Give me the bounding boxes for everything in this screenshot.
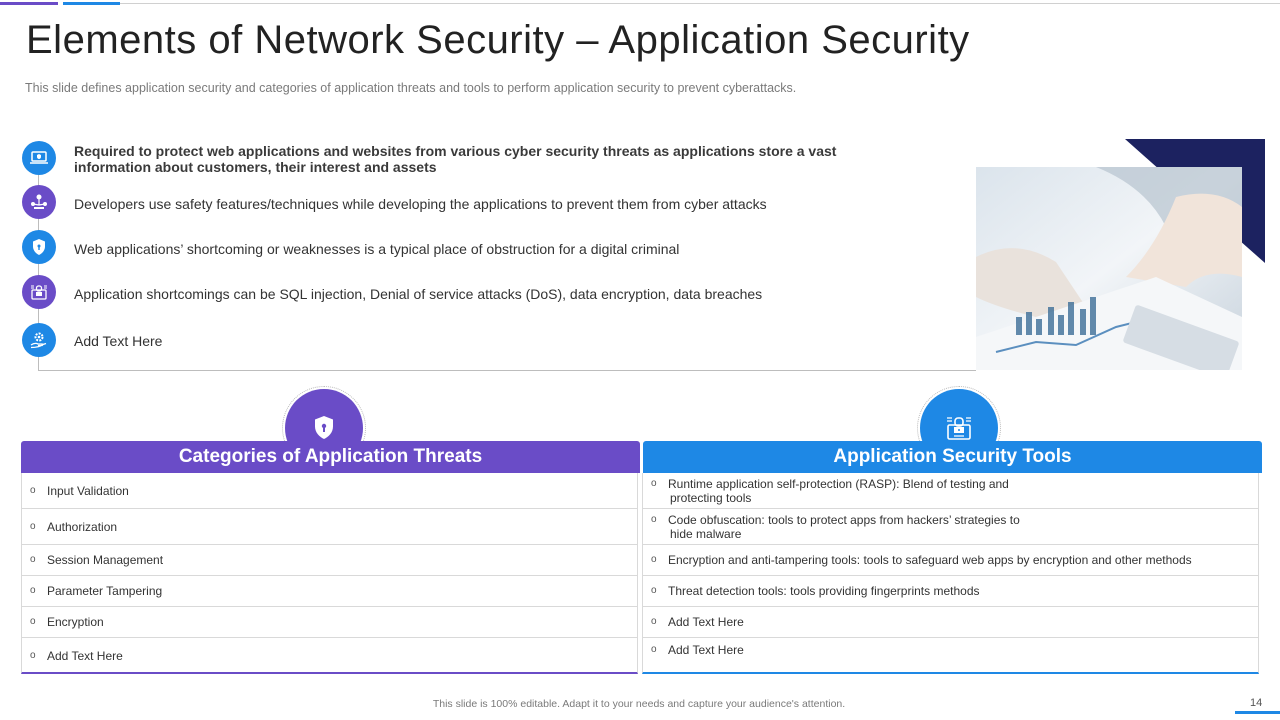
tool-item: Add Text Here bbox=[668, 615, 744, 629]
threats-row[interactable]: o Input Validation bbox=[22, 473, 637, 509]
tool-item-line-1: Runtime application self-protection (RAS… bbox=[668, 477, 1009, 491]
slide-subtitle[interactable]: This slide defines application security … bbox=[25, 81, 797, 95]
point-3[interactable]: Web applications’ shortcoming or weaknes… bbox=[74, 241, 680, 257]
timeline-horizontal-line bbox=[38, 370, 976, 371]
bullet-marker: o bbox=[651, 616, 657, 627]
tools-row[interactable]: o Encryption and anti-tampering tools: t… bbox=[643, 545, 1258, 576]
bullet-marker: o bbox=[30, 585, 36, 596]
tools-header[interactable]: Application Security Tools bbox=[643, 441, 1262, 473]
shield-icon bbox=[22, 230, 56, 264]
accent-bar-blue bbox=[63, 2, 120, 5]
tool-item: Add Text Here bbox=[668, 643, 744, 657]
tool-item-line-1: Code obfuscation: tools to protect apps … bbox=[668, 513, 1020, 527]
bullet-marker: o bbox=[651, 554, 657, 565]
tool-item-line-2: protecting tools bbox=[670, 491, 752, 505]
bullet-marker: o bbox=[30, 616, 36, 627]
bullet-marker: o bbox=[30, 554, 36, 565]
bullet-marker: o bbox=[651, 585, 657, 596]
tools-row[interactable]: o Add Text Here bbox=[643, 638, 1258, 672]
tools-row[interactable]: o Add Text Here bbox=[643, 607, 1258, 638]
threat-item: Session Management bbox=[47, 553, 164, 567]
bullet-marker: o bbox=[651, 514, 657, 525]
hand-gear-icon bbox=[22, 323, 56, 357]
threat-item: Authorization bbox=[47, 520, 118, 534]
threats-table: o Input Validation o Authorization o Ses… bbox=[21, 473, 638, 674]
laptop-shield-icon bbox=[22, 141, 56, 175]
threat-item: Input Validation bbox=[47, 484, 129, 498]
slide-title[interactable]: Elements of Network Security – Applicati… bbox=[26, 18, 970, 62]
timeline-vertical-line bbox=[38, 160, 39, 370]
tools-table: o Runtime application self-protection (R… bbox=[642, 473, 1259, 674]
point-4[interactable]: Application shortcomings can be SQL inje… bbox=[74, 286, 763, 302]
point-1-line-2[interactable]: information about customers, their inter… bbox=[74, 159, 437, 175]
bullet-marker: o bbox=[30, 650, 36, 661]
bullet-marker: o bbox=[30, 485, 36, 496]
bullet-marker: o bbox=[651, 478, 657, 489]
tool-item: Encryption and anti-tampering tools: too… bbox=[668, 553, 1192, 567]
business-analytics-photo bbox=[976, 167, 1242, 370]
threats-row[interactable]: o Authorization bbox=[22, 509, 637, 545]
top-divider bbox=[120, 3, 1280, 4]
page-number: 14 bbox=[1250, 697, 1263, 709]
threat-item: Add Text Here bbox=[47, 649, 123, 663]
point-1-line-1[interactable]: Required to protect web applications and… bbox=[74, 143, 837, 159]
threat-item: Encryption bbox=[47, 615, 104, 629]
page-number-bar bbox=[1235, 711, 1280, 714]
bullet-marker: o bbox=[30, 521, 36, 532]
network-icon bbox=[22, 185, 56, 219]
threats-row[interactable]: o Session Management bbox=[22, 545, 637, 576]
threats-header[interactable]: Categories of Application Threats bbox=[21, 441, 640, 473]
tools-row[interactable]: o Code obfuscation: tools to protect app… bbox=[643, 509, 1258, 545]
bullet-marker: o bbox=[651, 644, 657, 655]
tools-row[interactable]: o Runtime application self-protection (R… bbox=[643, 473, 1258, 509]
tool-item: Threat detection tools: tools providing … bbox=[668, 584, 980, 598]
threats-row[interactable]: o Parameter Tampering bbox=[22, 576, 637, 607]
threat-item: Parameter Tampering bbox=[47, 584, 163, 598]
tool-item-line-2: hide malware bbox=[670, 527, 742, 541]
security-device-icon bbox=[22, 275, 56, 309]
footer-note: This slide is 100% editable. Adapt it to… bbox=[432, 698, 846, 710]
threats-row[interactable]: o Add Text Here bbox=[22, 638, 637, 672]
point-2[interactable]: Developers use safety features/technique… bbox=[74, 196, 767, 212]
threats-row[interactable]: o Encryption bbox=[22, 607, 637, 638]
tools-row[interactable]: o Threat detection tools: tools providin… bbox=[643, 576, 1258, 607]
point-5[interactable]: Add Text Here bbox=[74, 333, 163, 349]
accent-bar-purple bbox=[0, 2, 58, 5]
